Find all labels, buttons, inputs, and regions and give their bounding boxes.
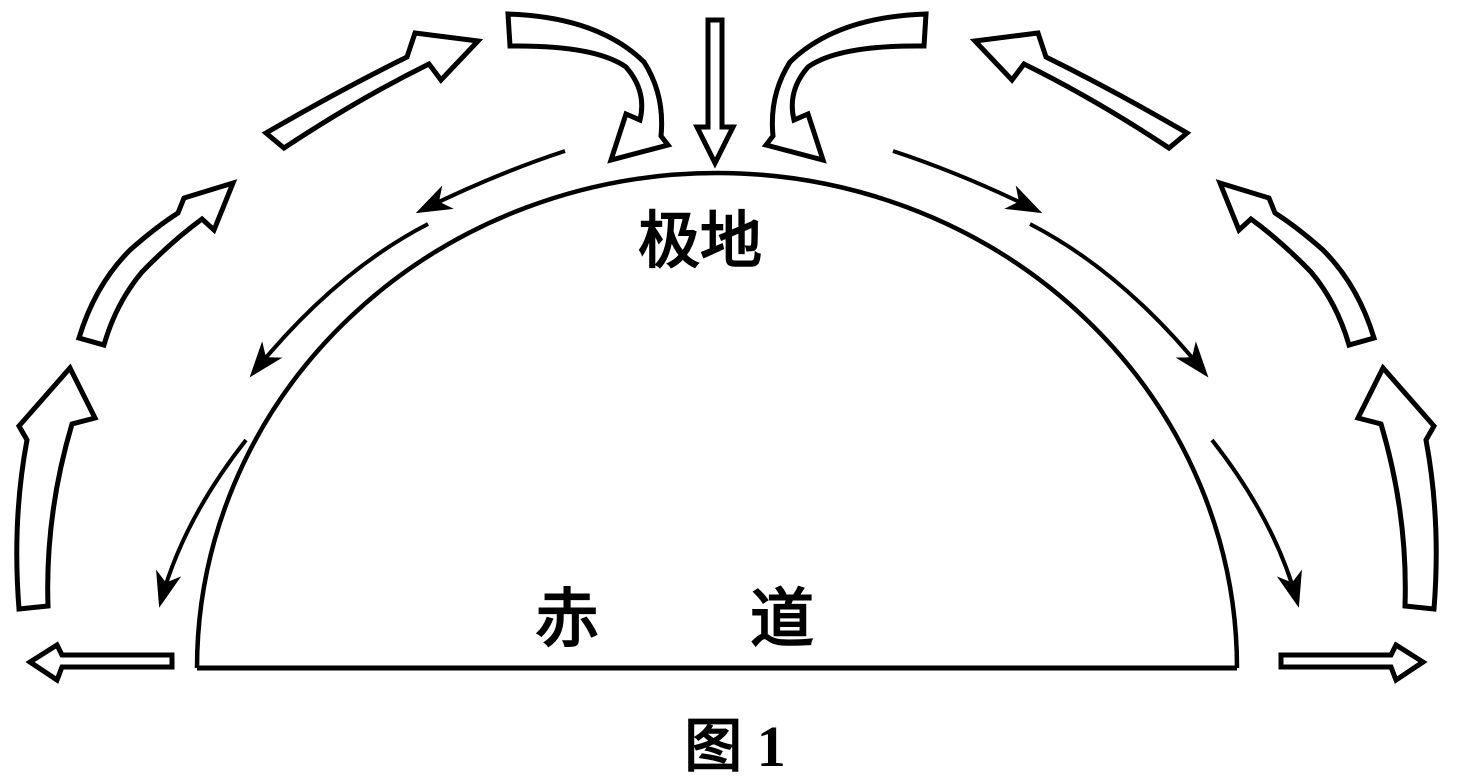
hemisphere-arc — [194, 170, 1240, 669]
aloft-arrow-mid-right-icon — [1215, 179, 1378, 349]
equator-outflow-arrow-right-icon — [1278, 641, 1428, 684]
rising-branch-left — [14, 30, 484, 684]
pole-sink-arrow-right — [761, 11, 929, 164]
aloft-arrow-upper-left-icon — [261, 30, 484, 152]
figure-caption: 图 1 — [684, 714, 786, 778]
surface-wind-arrows-right — [892, 149, 1302, 608]
rising-arrow-far-left-icon — [14, 363, 99, 612]
surface-arrow-lower-right-icon — [1210, 438, 1302, 608]
pole-sink-arrow-right-icon — [761, 11, 929, 164]
equator-label-right: 道 — [750, 584, 814, 655]
surface-arrow-mid-right-icon — [1029, 222, 1209, 378]
pole-descent-arrow-icon — [692, 17, 738, 169]
surface-arrow-upper-left-icon — [415, 149, 566, 214]
upper-flow-arrows — [14, 11, 1439, 684]
surface-arrow-mid-left-icon — [249, 222, 429, 378]
surface-wind-arrows — [156, 149, 1302, 608]
hemisphere-dome — [194, 170, 1240, 671]
equator-label-left: 赤 — [535, 584, 599, 655]
surface-arrow-lower-left-icon — [156, 438, 248, 608]
equator-outflow-arrow-left-icon — [25, 641, 175, 684]
pole-label: 极地 — [638, 208, 762, 276]
aloft-arrow-upper-right-icon — [969, 30, 1192, 152]
aloft-arrow-mid-left-icon — [75, 179, 238, 349]
pole-sink-arrow-left-icon — [505, 11, 673, 164]
rising-branch-right — [969, 30, 1439, 684]
rising-arrow-far-right-icon — [1354, 363, 1439, 612]
surface-arrow-upper-right-icon — [892, 149, 1043, 214]
surface-wind-arrows-left — [156, 149, 566, 608]
